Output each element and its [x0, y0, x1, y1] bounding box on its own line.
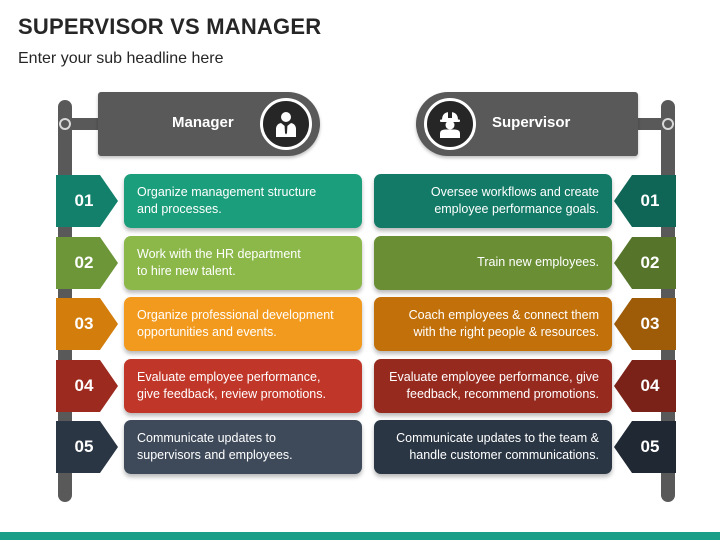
- supervisor-card-text: Coach employees & connect them with the …: [408, 308, 599, 339]
- manager-card-text: Work with the HR department to hire new …: [137, 246, 301, 278]
- manager-card-text: Organize management structure and proces…: [137, 185, 317, 216]
- supervisor-card-text: Oversee workflows and create employee pe…: [430, 185, 599, 216]
- supervisor-tag-number: 02: [640, 252, 660, 272]
- supervisor-card-05: Communicate updates to the team & handle…: [374, 420, 612, 474]
- manager-tag-number: 04: [74, 375, 94, 395]
- manager-card-text: Organize professional development opport…: [137, 308, 334, 339]
- supervisor-card-04: Evaluate employee performance, give feed…: [374, 358, 612, 413]
- manager-card-02: Work with the HR department to hire new …: [124, 235, 362, 290]
- manager-tag-number: 05: [74, 437, 94, 456]
- manager-banner: Manager: [98, 92, 320, 156]
- left-ring: [59, 118, 71, 130]
- supervisor-tag-03: 03: [614, 298, 676, 350]
- supervisor-tag-02: 02: [614, 236, 676, 289]
- supervisor-card-02: Train new employees.: [374, 235, 612, 290]
- bottom-accent-bar: [0, 532, 720, 540]
- manager-label: Manager: [172, 114, 234, 131]
- right-ring: [662, 118, 674, 130]
- supervisor-card-01: Oversee workflows and create employee pe…: [374, 174, 612, 228]
- supervisor-card-text: Communicate updates to the team & handle…: [396, 431, 599, 462]
- manager-tag-04: 04: [56, 359, 118, 412]
- supervisor-tag-01: 01: [614, 175, 676, 227]
- supervisor-tag-05: 05: [614, 421, 676, 473]
- manager-tag-01: 01: [56, 175, 118, 227]
- manager-tag-number: 03: [74, 314, 94, 333]
- supervisor-card-text: Evaluate employee performance, give feed…: [389, 369, 599, 401]
- right-connector: [630, 118, 666, 130]
- supervisor-label: Supervisor: [492, 114, 571, 131]
- supervisor-tag-number: 04: [640, 375, 660, 395]
- manager-icon: [260, 98, 312, 150]
- supervisor-tag-number: 03: [640, 314, 660, 333]
- manager-tag-03: 03: [56, 298, 118, 350]
- manager-tag-number: 02: [74, 252, 94, 272]
- manager-tag-05: 05: [56, 421, 118, 473]
- supervisor-banner: Supervisor: [416, 92, 638, 156]
- supervisor-tag-number: 05: [640, 437, 660, 456]
- supervisor-tag-number: 01: [640, 191, 660, 210]
- supervisor-card-03: Coach employees & connect them with the …: [374, 297, 612, 351]
- supervisor-hardhat-icon: [424, 98, 476, 150]
- page-subtitle: Enter your sub headline here: [18, 50, 224, 67]
- supervisor-tag-04: 04: [614, 359, 676, 412]
- manager-card-05: Communicate updates to supervisors and e…: [124, 420, 362, 474]
- left-connector: [66, 118, 106, 130]
- manager-card-text: Communicate updates to supervisors and e…: [137, 431, 293, 462]
- page-title: SUPERVISOR VS MANAGER: [18, 14, 322, 39]
- manager-tag-number: 01: [74, 191, 94, 210]
- manager-tag-02: 02: [56, 236, 118, 289]
- manager-card-03: Organize professional development opport…: [124, 297, 362, 351]
- manager-card-04: Evaluate employee performance, give feed…: [124, 358, 362, 413]
- manager-card-01: Organize management structure and proces…: [124, 174, 362, 228]
- manager-card-text: Evaluate employee performance, give feed…: [137, 369, 326, 401]
- supervisor-card-text: Train new employees.: [477, 255, 599, 269]
